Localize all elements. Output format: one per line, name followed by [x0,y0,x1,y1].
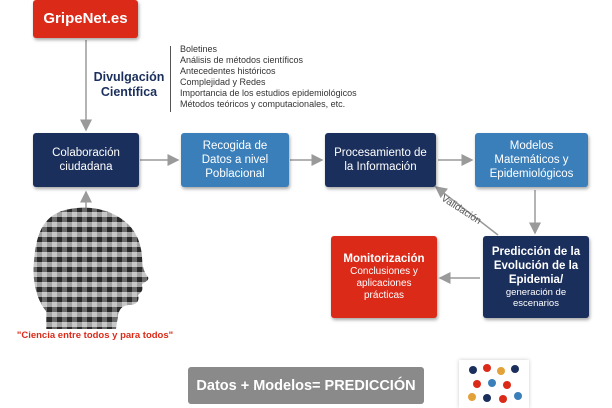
prediccion-box: Predicción de la Evolución de la Epidemi… [483,236,589,318]
logo-dot [483,394,491,402]
logo-dot [511,365,519,373]
topic-item: Importancia de los estudios epidemiológi… [180,88,357,98]
colaboracion-ciudadana-box: Colaboración ciudadana [33,133,139,187]
topic-item: Antecedentes históricos [180,66,276,76]
divulgacion-cientifica-label: Divulgación Científica [93,70,165,99]
procesamiento-box: Procesamiento de la Información [325,133,436,187]
logo-dot [469,366,477,374]
monitorizacion-subtitle: Conclusiones y aplicaciones prácticas [350,266,418,301]
topic-item: Boletines [180,44,218,54]
logo-dot [483,364,491,372]
topics-list: Boletines Análisis de métodos científico… [180,44,357,110]
arrow-validacion [434,186,499,236]
logo-dot [497,367,505,375]
recogida-datos-text: Recogida de Datos a nivel Poblacional [201,140,269,180]
topic-item: Métodos teóricos y computacionales, etc. [180,99,346,109]
topic-item: Análisis de métodos científicos [180,55,304,65]
logo-dot [488,379,496,387]
prediccion-subtitle: generación de escenarios [505,286,567,310]
crowd-head-image [33,207,149,329]
formula-bar: Datos + Modelos= PREDICCIÓN [188,367,424,404]
modelos-text: Modelos Matemáticos y Epidemiológicos [489,140,574,180]
modelos-box: Modelos Matemáticos y Epidemiológicos [475,133,588,187]
logo-dot [514,392,522,400]
procesamiento-text: Procesamiento de la Información [334,147,427,173]
monitorizacion-box: Monitorización Conclusiones y aplicacion… [331,236,437,318]
gripenet-logo-text: GripeNet.es [43,10,128,27]
tagline: "Ciencia entre todos y para todos" [16,330,174,341]
monitorizacion-title: Monitorización [343,253,425,265]
dots-logo [459,360,529,408]
prediccion-title: Predicción de la Evolución de la Epidemi… [491,245,581,286]
topic-item: Complejidad y Redes [180,77,266,87]
colaboracion-ciudadana-text: Colaboración ciudadana [52,147,120,173]
logo-dot [503,381,511,389]
logo-dot [468,393,476,401]
recogida-datos-box: Recogida de Datos a nivel Poblacional [181,133,289,187]
gripenet-logo-box: GripeNet.es [33,0,138,38]
logo-dot [499,395,507,403]
logo-dot [473,380,481,388]
formula-text: Datos + Modelos= PREDICCIÓN [196,377,416,394]
topics-divider [170,46,171,112]
